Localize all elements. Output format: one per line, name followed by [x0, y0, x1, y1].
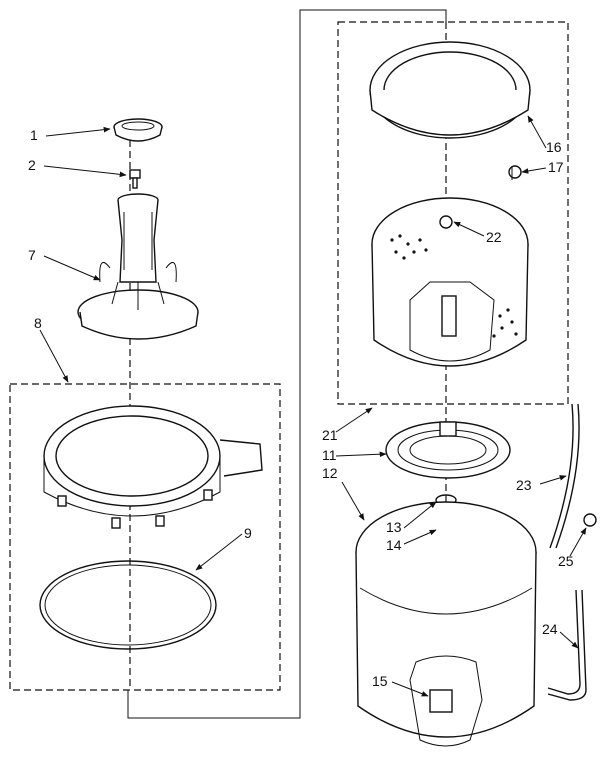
label-17: 17	[548, 159, 564, 175]
label-9: 9	[244, 525, 252, 541]
label-21: 21	[322, 427, 338, 443]
label-22: 22	[486, 229, 502, 245]
leader-17	[521, 167, 547, 174]
leader-23	[539, 475, 567, 485]
label-7: 7	[28, 247, 36, 263]
group-box-8	[9, 383, 281, 691]
leader-16	[527, 115, 547, 149]
label-8: 8	[34, 315, 42, 331]
label-1: 1	[30, 127, 38, 143]
drain-valve	[429, 689, 453, 713]
leader-1	[45, 126, 111, 137]
label-15: 15	[372, 673, 388, 689]
connector-line	[299, 9, 447, 640]
label-23: 23	[516, 477, 532, 493]
wash-basket	[371, 197, 529, 367]
leader-24	[559, 631, 579, 649]
balance-ring	[369, 41, 531, 139]
outer-tub	[355, 501, 537, 747]
agitator-cap	[113, 118, 163, 142]
label-16: 16	[546, 139, 562, 155]
leader-15	[391, 681, 429, 697]
connector-line-lower	[127, 640, 301, 719]
leader-12	[341, 481, 365, 521]
label-25: 25	[558, 553, 574, 569]
basket-perforations	[390, 234, 518, 338]
leader-8	[39, 329, 69, 383]
leader-14	[403, 529, 437, 545]
label-2: 2	[28, 157, 36, 173]
label-12: 12	[322, 465, 338, 481]
leader-9	[195, 533, 243, 571]
leader-11	[335, 451, 387, 458]
label-13: 13	[386, 519, 402, 535]
drive-hub	[385, 421, 511, 479]
agitator	[77, 193, 199, 340]
leader-21	[335, 407, 373, 433]
agitator-bolt	[129, 169, 141, 189]
balance-ring-clip	[508, 165, 522, 180]
leader-7	[43, 255, 101, 281]
leader-13	[403, 501, 437, 529]
hose-clamp	[583, 513, 597, 527]
group-box-21	[337, 21, 569, 405]
label-24: 24	[542, 621, 558, 637]
label-14: 14	[386, 537, 402, 553]
overflow-hose	[549, 403, 580, 549]
drain-hose	[547, 589, 587, 701]
leader-2	[43, 165, 127, 178]
tub-ring	[43, 405, 263, 529]
leader-25	[569, 527, 587, 557]
tub-ring-gasket	[39, 560, 217, 650]
label-11: 11	[322, 447, 337, 463]
leader-22	[453, 221, 485, 237]
